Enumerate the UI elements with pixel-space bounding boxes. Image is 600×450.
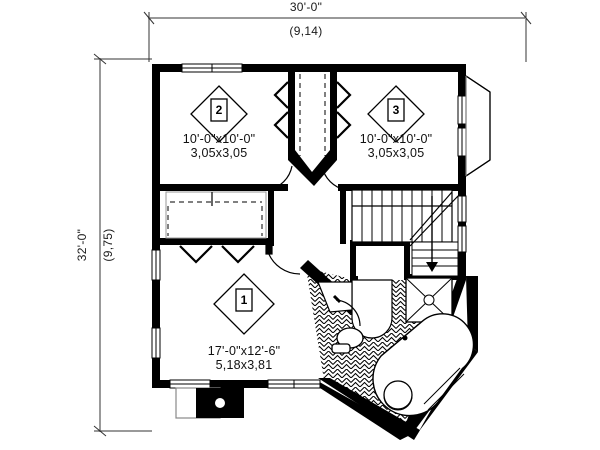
bedroom-3-imperial: 10'-0"x10'-0" bbox=[359, 132, 433, 146]
bath-round-sink bbox=[383, 380, 413, 411]
corner-vanity bbox=[351, 279, 393, 339]
left-dimension-metric: (9,75) bbox=[101, 228, 115, 262]
hall-door-swings bbox=[264, 165, 352, 275]
bathroom-fixtures bbox=[317, 277, 475, 417]
room-label-master-bedroom: 17'-0"x12'-6" 5,18x3,81 bbox=[208, 344, 281, 372]
room-markers bbox=[190, 85, 425, 335]
room-label-bedroom-2: 10'-0"x10'-0" 3,05x3,05 bbox=[183, 132, 256, 160]
dimension-lines bbox=[93, 11, 532, 437]
master-bedroom-metric: 5,18x3,81 bbox=[215, 358, 273, 372]
room-label-bedroom-3: 10'-0"x10'-0" 3,05x3,05 bbox=[360, 132, 433, 160]
lower-closets bbox=[165, 191, 267, 264]
upper-closets bbox=[273, 74, 352, 156]
front-balcony bbox=[175, 387, 244, 419]
room-marker-number-1: 1 bbox=[240, 293, 248, 307]
top-dimension-imperial: 30'-0" bbox=[289, 0, 323, 14]
windows bbox=[151, 63, 467, 389]
top-dimension-metric: (9,14) bbox=[289, 24, 323, 38]
room-marker-number-2: 2 bbox=[215, 103, 223, 117]
stair-down-arrow bbox=[426, 196, 438, 272]
left-dimension-imperial: 32'-0" bbox=[75, 228, 89, 262]
toilet bbox=[331, 327, 364, 354]
bedroom-3-metric: 3,05x3,05 bbox=[367, 146, 425, 160]
stairs bbox=[351, 189, 459, 277]
master-bedroom-imperial: 17'-0"x12'-6" bbox=[207, 344, 281, 358]
bedroom-2-metric: 3,05x3,05 bbox=[190, 146, 248, 160]
bay-window bbox=[465, 75, 491, 177]
room-marker-number-3: 3 bbox=[392, 103, 400, 117]
bathroom-door bbox=[332, 294, 361, 327]
bedroom-2-imperial: 10'-0"x10'-0" bbox=[182, 132, 256, 146]
